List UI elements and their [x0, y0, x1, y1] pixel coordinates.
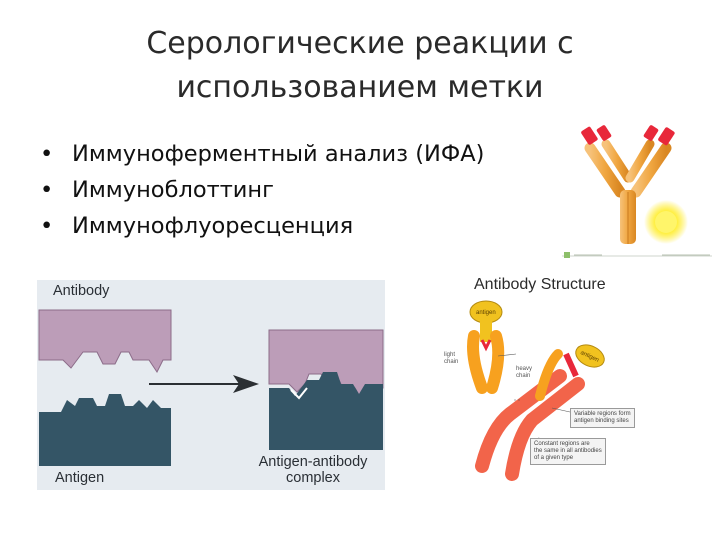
bullet-text: Иммунофлуоресценция [72, 213, 354, 239]
antibody-right-arm [625, 139, 672, 198]
antigen-icon-right [575, 344, 605, 368]
complex-antigen-block [269, 372, 383, 450]
light-chain-left [467, 330, 488, 394]
light-chain-right [486, 330, 505, 394]
heavy-chain-right [505, 377, 585, 481]
slide-title-line-2: использованием метки [176, 70, 544, 105]
antibody-label: Antibody [53, 283, 110, 299]
binding-arrow [149, 375, 259, 393]
antibody-tip-right-outer [658, 127, 675, 146]
variable-region-note: Variable regions form antigen binding si… [570, 408, 635, 428]
bullet-text: Иммуноблоттинг [72, 177, 274, 203]
complex-label-line-2: complex [286, 470, 340, 486]
antibody-tip-left-inner [596, 125, 612, 141]
heavy-chain-left [475, 369, 567, 473]
light-chain-lower [535, 349, 563, 401]
bullet-item-immunoblot: • Иммуноблоттинг [38, 172, 578, 208]
labeled-antibody-illustration [562, 125, 712, 258]
complex-label: Antigen-antibody complex [241, 454, 385, 486]
antibody-structure-diagram: antigen antigen [467, 300, 605, 481]
antibody-tip-right-inner [643, 125, 659, 141]
antigen-text-top: antigen [476, 310, 496, 316]
bullet-list: • Иммуноферментный анализ (ИФА) • Иммуно… [38, 136, 578, 244]
constant-region-note: Constant regions are the same in all ant… [530, 438, 606, 465]
bullet-dot: • [40, 177, 54, 203]
antigen-label: Antigen [55, 470, 105, 486]
bullet-dot: • [40, 213, 54, 239]
slide-title: Серологические реакции с использованием … [60, 22, 660, 110]
antibody-tip-left-outer [581, 126, 598, 145]
bullet-dot: • [40, 141, 54, 167]
antigen-block [39, 394, 171, 466]
bullet-item-elisa: • Иммуноферментный анализ (ИФА) [38, 136, 578, 172]
binding-diagram: Antibody Antigen Antigen-antibody comple… [37, 280, 385, 490]
bullet-item-immunofluorescence: • Иммунофлуоресценция [38, 208, 578, 244]
heavy-chain-label: heavy chain [516, 366, 533, 379]
complex-label-line-1: Antigen-antibody [258, 454, 368, 470]
antibody-structure-title: Antibody Structure [474, 276, 606, 293]
antibody-block [38, 309, 172, 373]
bullet-text: Иммуноферментный анализ (ИФА) [72, 141, 485, 167]
antibody-left-arm [584, 139, 633, 198]
slide-title-line-1: Серологические реакции с [146, 26, 574, 61]
light-chain-label: light chain [444, 352, 459, 365]
